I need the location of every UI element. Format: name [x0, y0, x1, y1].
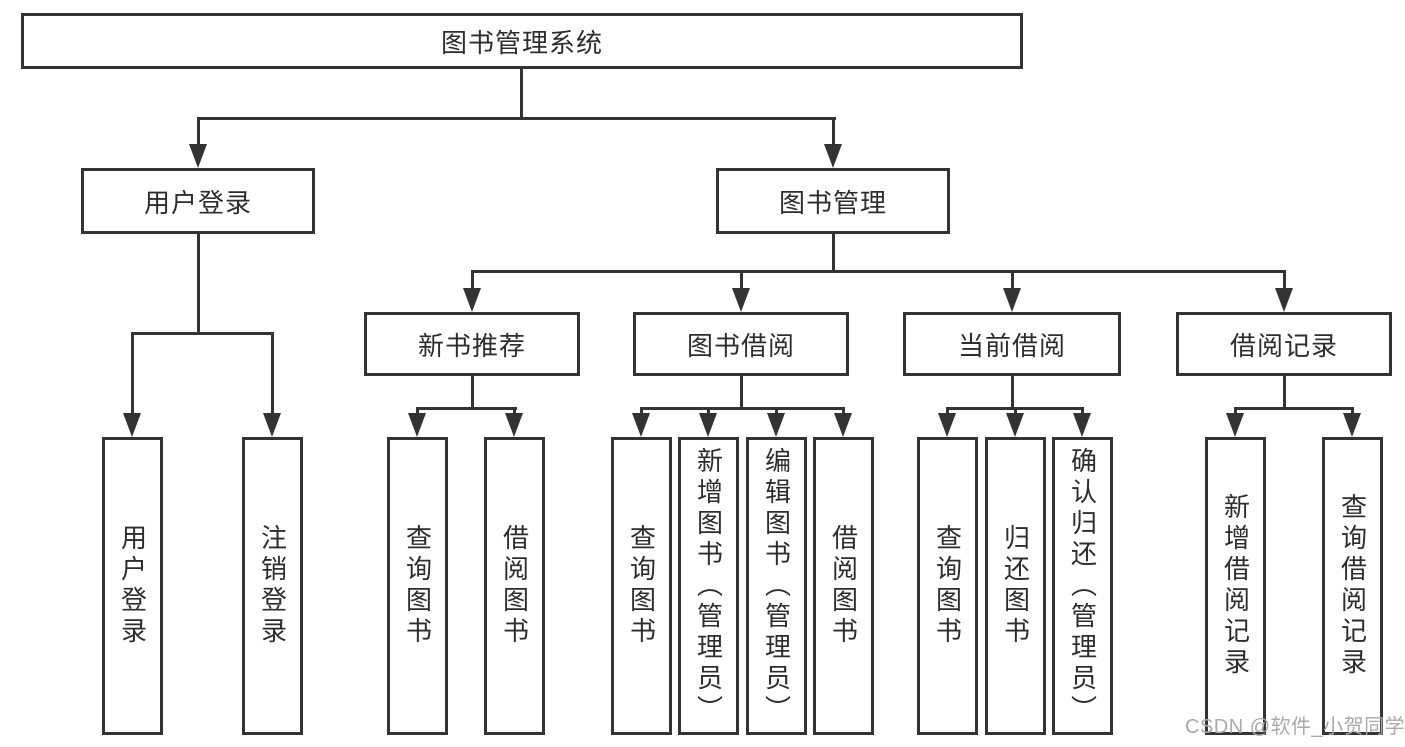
arrowhead-to-borrow-records — [1275, 288, 1293, 312]
connector-stem — [707, 407, 710, 417]
leaf-label: 用户登录 — [117, 524, 148, 648]
leaf-label: 查询图书 — [626, 524, 657, 648]
leaf-add-books-admin: 新增图书（管理员） — [678, 437, 739, 735]
leaf-label: 注销登录 — [257, 524, 288, 648]
leaf-logout: 注销登录 — [242, 437, 303, 735]
node-user-login: 用户登录 — [81, 168, 315, 234]
connector-user-login-branch — [131, 332, 274, 335]
leaf-label: 编辑图书（管理员） — [761, 446, 792, 726]
node-book-borrow: 图书借阅 — [633, 312, 849, 376]
leaf-label: 新增借阅记录 — [1220, 493, 1251, 679]
connector-records-trunk — [1283, 374, 1286, 410]
leaf-query-books-recommend: 查询图书 — [387, 437, 448, 735]
node-current-borrow: 当前借阅 — [903, 312, 1121, 376]
leaf-label: 查询图书 — [402, 524, 433, 648]
connector-stem — [271, 332, 274, 415]
node-label: 用户登录 — [143, 187, 252, 218]
connector-stem — [1234, 407, 1237, 417]
connector-stem — [832, 117, 835, 146]
arrowhead-to-book-management — [824, 144, 842, 168]
arrowhead-to-leaf — [834, 413, 852, 437]
connector-stem — [1011, 270, 1014, 292]
connector-stem — [640, 407, 643, 417]
connector-stem — [197, 117, 200, 146]
leaf-label: 借阅图书 — [828, 524, 859, 648]
connector-borrow-trunk — [740, 374, 743, 410]
connector-root-trunk — [520, 67, 523, 120]
arrowhead-to-leaf — [505, 413, 523, 437]
arrowhead-to-new-book-recommend — [463, 288, 481, 312]
arrowhead-to-leaf — [1073, 413, 1091, 437]
arrowhead-to-leaf — [408, 413, 426, 437]
connector-user-login-trunk — [197, 234, 200, 334]
arrowhead-to-book-borrow — [732, 288, 750, 312]
connector-stem — [1014, 407, 1017, 417]
connector-stem — [513, 407, 516, 417]
node-label: 当前借阅 — [957, 330, 1066, 361]
connector-stem — [740, 270, 743, 292]
node-label: 图书管理 — [778, 187, 887, 218]
csdn-watermark: CSDN @软件_小贺同学 — [1185, 716, 1405, 738]
connector-stem — [131, 332, 134, 415]
connector-recommend-trunk — [471, 374, 474, 410]
connector-records-branch — [1234, 407, 1354, 410]
connector-stem — [1351, 407, 1354, 417]
connector-book-mgmt-trunk — [832, 234, 835, 273]
node-new-book-recommend: 新书推荐 — [364, 312, 580, 376]
leaf-query-books-borrow: 查询图书 — [611, 437, 672, 735]
leaf-return-books: 归还图书 — [985, 437, 1046, 735]
arrowhead-to-user-login — [189, 144, 207, 168]
node-book-management: 图书管理 — [716, 168, 950, 234]
arrowhead-to-leaf — [938, 413, 956, 437]
leaf-confirm-return-admin: 确认归还（管理员） — [1052, 437, 1113, 735]
node-label: 借阅记录 — [1229, 330, 1338, 361]
connector-level2-branch — [197, 117, 836, 120]
connector-stem — [946, 407, 949, 417]
connector-borrow-branch — [640, 407, 845, 410]
node-borrow-records: 借阅记录 — [1176, 312, 1392, 376]
leaf-user-login: 用户登录 — [102, 437, 163, 735]
connector-stem — [1283, 270, 1286, 292]
leaf-borrow-books: 借阅图书 — [813, 437, 874, 735]
node-label: 新书推荐 — [417, 330, 526, 361]
arrowhead-to-leaf — [699, 413, 717, 437]
leaf-add-borrow-record: 新增借阅记录 — [1205, 437, 1266, 735]
connector-level3-branch — [471, 270, 1286, 273]
leaf-query-borrow-record: 查询借阅记录 — [1322, 437, 1383, 735]
leaf-query-books-current: 查询图书 — [917, 437, 978, 735]
leaf-label: 归还图书 — [1000, 524, 1031, 648]
node-label: 图书管理系统 — [440, 27, 603, 58]
leaf-label: 查询图书 — [932, 524, 963, 648]
connector-current-trunk — [1011, 374, 1014, 410]
connector-stem — [416, 407, 419, 417]
connector-stem — [1081, 407, 1084, 417]
leaf-borrow-books-recommend: 借阅图书 — [484, 437, 545, 735]
arrowhead-to-leaf — [1343, 413, 1361, 437]
arrowhead-to-leaf — [632, 413, 650, 437]
arrowhead-to-leaf — [1006, 413, 1024, 437]
leaf-label: 新增图书（管理员） — [693, 446, 724, 726]
arrowhead-to-leaf — [1226, 413, 1244, 437]
leaf-edit-books-admin: 编辑图书（管理员） — [746, 437, 807, 735]
arrowhead-to-leaf-logout — [263, 413, 281, 437]
connector-recommend-branch — [416, 407, 517, 410]
connector-stem — [471, 270, 474, 292]
connector-stem — [842, 407, 845, 417]
leaf-label: 借阅图书 — [499, 524, 530, 648]
arrowhead-to-leaf — [767, 413, 785, 437]
leaf-label: 确认归还（管理员） — [1067, 446, 1098, 726]
connector-stem — [775, 407, 778, 417]
arrowhead-to-current-borrow — [1003, 288, 1021, 312]
leaf-label: 查询借阅记录 — [1337, 493, 1368, 679]
arrowhead-to-leaf-user-login — [123, 413, 141, 437]
node-label: 图书借阅 — [686, 330, 795, 361]
node-library-management-system: 图书管理系统 — [21, 13, 1023, 69]
